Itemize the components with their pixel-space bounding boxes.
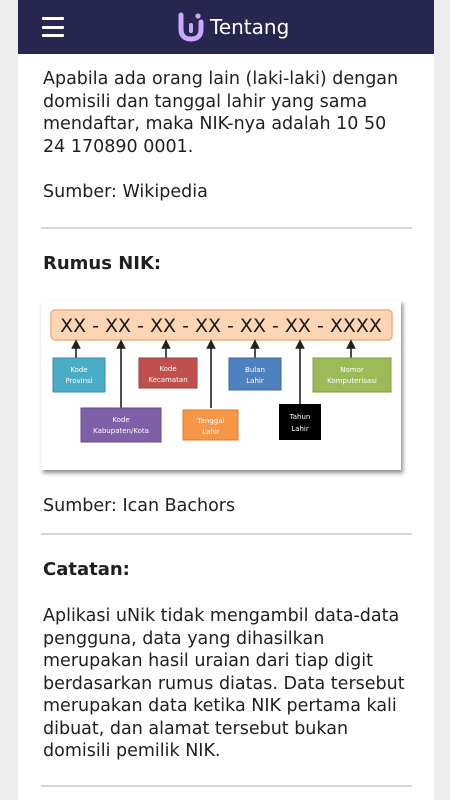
label-text: Tahun	[289, 413, 311, 421]
label-text: Lahir	[291, 425, 309, 433]
label-text: Kode	[159, 365, 176, 373]
catatan-heading: Catatan:	[43, 559, 130, 580]
label-kode-kabupaten	[80, 407, 162, 442]
label-text: Kecamatan	[148, 376, 187, 384]
label-text: Komputerisasi	[327, 377, 377, 385]
label-text: Tanggal	[197, 417, 225, 425]
label-tanggal-lahir	[182, 409, 239, 440]
label-text: Kode	[70, 366, 87, 374]
label-bulan-lahir	[228, 357, 282, 390]
divider	[41, 226, 412, 229]
nik-formula-diagram: XX - XX - XX - XX - XX - XX - XXXX Kode …	[41, 299, 405, 474]
intro-source: Sumber: Wikipedia	[43, 182, 208, 202]
nik-pattern-bar	[50, 308, 393, 341]
label-tahun-lahir	[279, 403, 321, 440]
scroll-content[interactable]: Apabila ada orang lain (laki-laki) denga…	[18, 54, 434, 800]
divider	[41, 784, 412, 787]
intro-paragraph: Apabila ada orang lain (laki-laki) denga…	[43, 69, 399, 157]
label-kode-provinsi	[52, 357, 106, 392]
label-text: Bulan	[245, 366, 265, 374]
label-text: Nomor	[340, 366, 364, 374]
catatan-paragraph: Aplikasi uNik tidak mengambil data-data …	[43, 606, 405, 761]
divider	[41, 533, 412, 535]
hamburger-menu-icon[interactable]	[42, 17, 64, 37]
label-text: Lahir	[202, 428, 220, 436]
label-text: Kode	[112, 416, 129, 424]
page-title: Tentang	[210, 15, 290, 39]
app-brand: Tentang	[178, 10, 289, 44]
nik-pattern-text: XX - XX - XX - XX - XX - XX - XXXX	[60, 315, 382, 337]
rumus-source: Sumber: Ican Bachors	[43, 495, 236, 516]
label-text: Kabupaten/Kota	[93, 427, 149, 435]
label-nomor-komputerisasi	[312, 357, 392, 392]
label-text: Provinsi	[65, 377, 92, 385]
label-text: Lahir	[246, 377, 264, 385]
app-bar: Tentang	[18, 0, 434, 54]
label-kode-kecamatan	[138, 357, 198, 388]
rumus-heading: Rumus NIK:	[43, 252, 162, 274]
unik-logo-icon	[178, 12, 204, 42]
